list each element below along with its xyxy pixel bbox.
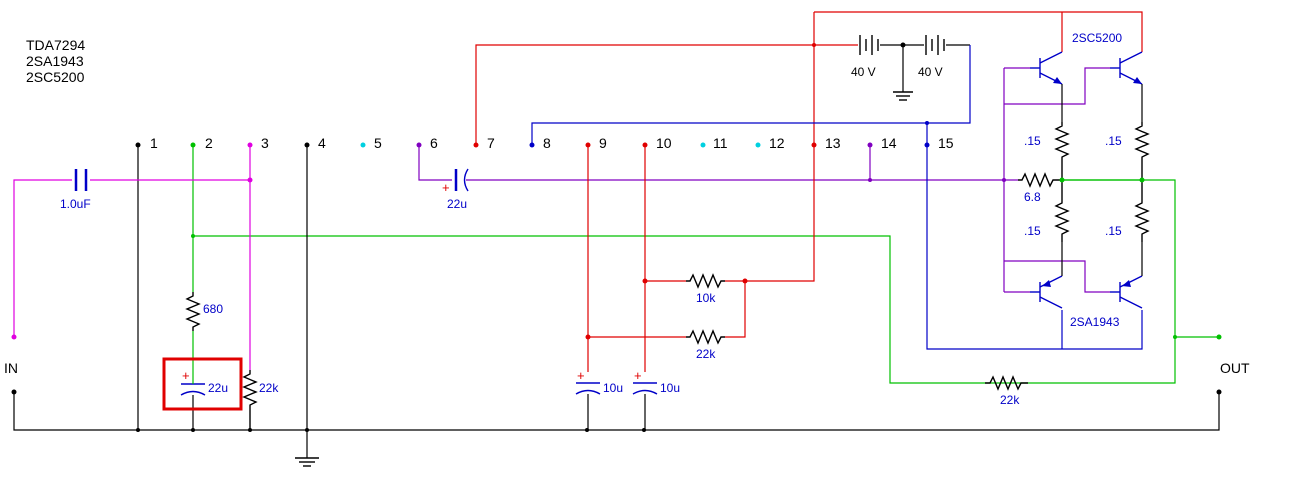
input-label: IN [4,360,18,376]
c10u-a-polarity: + [577,368,585,383]
r-feedback-value: 22k [1000,393,1020,407]
pin-label-5: 5 [374,135,382,151]
r-emitter-1-value: .15 [1024,134,1041,148]
r680-value: 680 [203,302,223,316]
pin-label-10: 10 [656,135,672,151]
output-label: OUT [1220,360,1250,376]
c10u-b-value: 10u [660,381,680,395]
battery-2-value: 40 V [918,65,943,79]
output-stage [985,51,1150,391]
pin-label-15: 15 [938,135,954,151]
npn-part-label: 2SC5200 [1072,31,1122,45]
pin-label-3: 3 [261,135,269,151]
r10k-value: 10k [696,291,716,305]
negative-supply-net [529,45,1143,350]
c22u-polarity: + [182,368,190,383]
battery-1-value: 40 V [851,65,876,79]
highlight-box [162,357,243,411]
pin-label-8: 8 [543,135,551,151]
pin-label-13: 13 [825,135,841,151]
r-emitter-2-value: .15 [1105,134,1122,148]
c22u-pin6-value: 22u [447,197,467,211]
c22u-value: 22u [208,381,228,395]
title-line-3: 2SC5200 [26,69,85,85]
pin-label-7: 7 [487,135,495,151]
pin9-pin10-network [575,142,748,430]
pin-label-12: 12 [769,135,785,151]
battery-pair [859,35,970,101]
pin3-input-network [11,142,258,430]
pin-label-6: 6 [430,135,438,151]
title-line-1: TDA7294 [26,37,85,53]
pin-label-9: 9 [599,135,607,151]
pin2-network [180,142,1222,430]
pin-label-14: 14 [881,135,897,151]
r22k-pin3-value: 22k [259,381,279,395]
r-emitter-4-value: .15 [1105,224,1122,238]
pin-label-11: 11 [713,135,728,151]
c10u-a-value: 10u [603,381,623,395]
pin6-pin14-network [416,104,1018,292]
c10u-b-polarity: + [634,368,642,383]
c22u-pin6-polarity: + [442,180,450,195]
pin-label-1: 1 [150,135,158,151]
cin-value: 1.0uF [60,197,91,211]
r-emitter-3-value: .15 [1024,224,1041,238]
pnp-part-label: 2SA1943 [1070,315,1120,329]
title-line-2: 2SA1943 [26,53,84,69]
r-6-8-value: 6.8 [1024,190,1041,204]
positive-supply-net [473,11,1143,282]
pin-label-2: 2 [205,135,213,151]
pin-label-4: 4 [318,135,326,151]
pin-labels: 1 2 3 4 5 6 7 8 9 10 11 12 13 14 15 [150,135,954,151]
r22k-mid-value: 22k [696,347,716,361]
